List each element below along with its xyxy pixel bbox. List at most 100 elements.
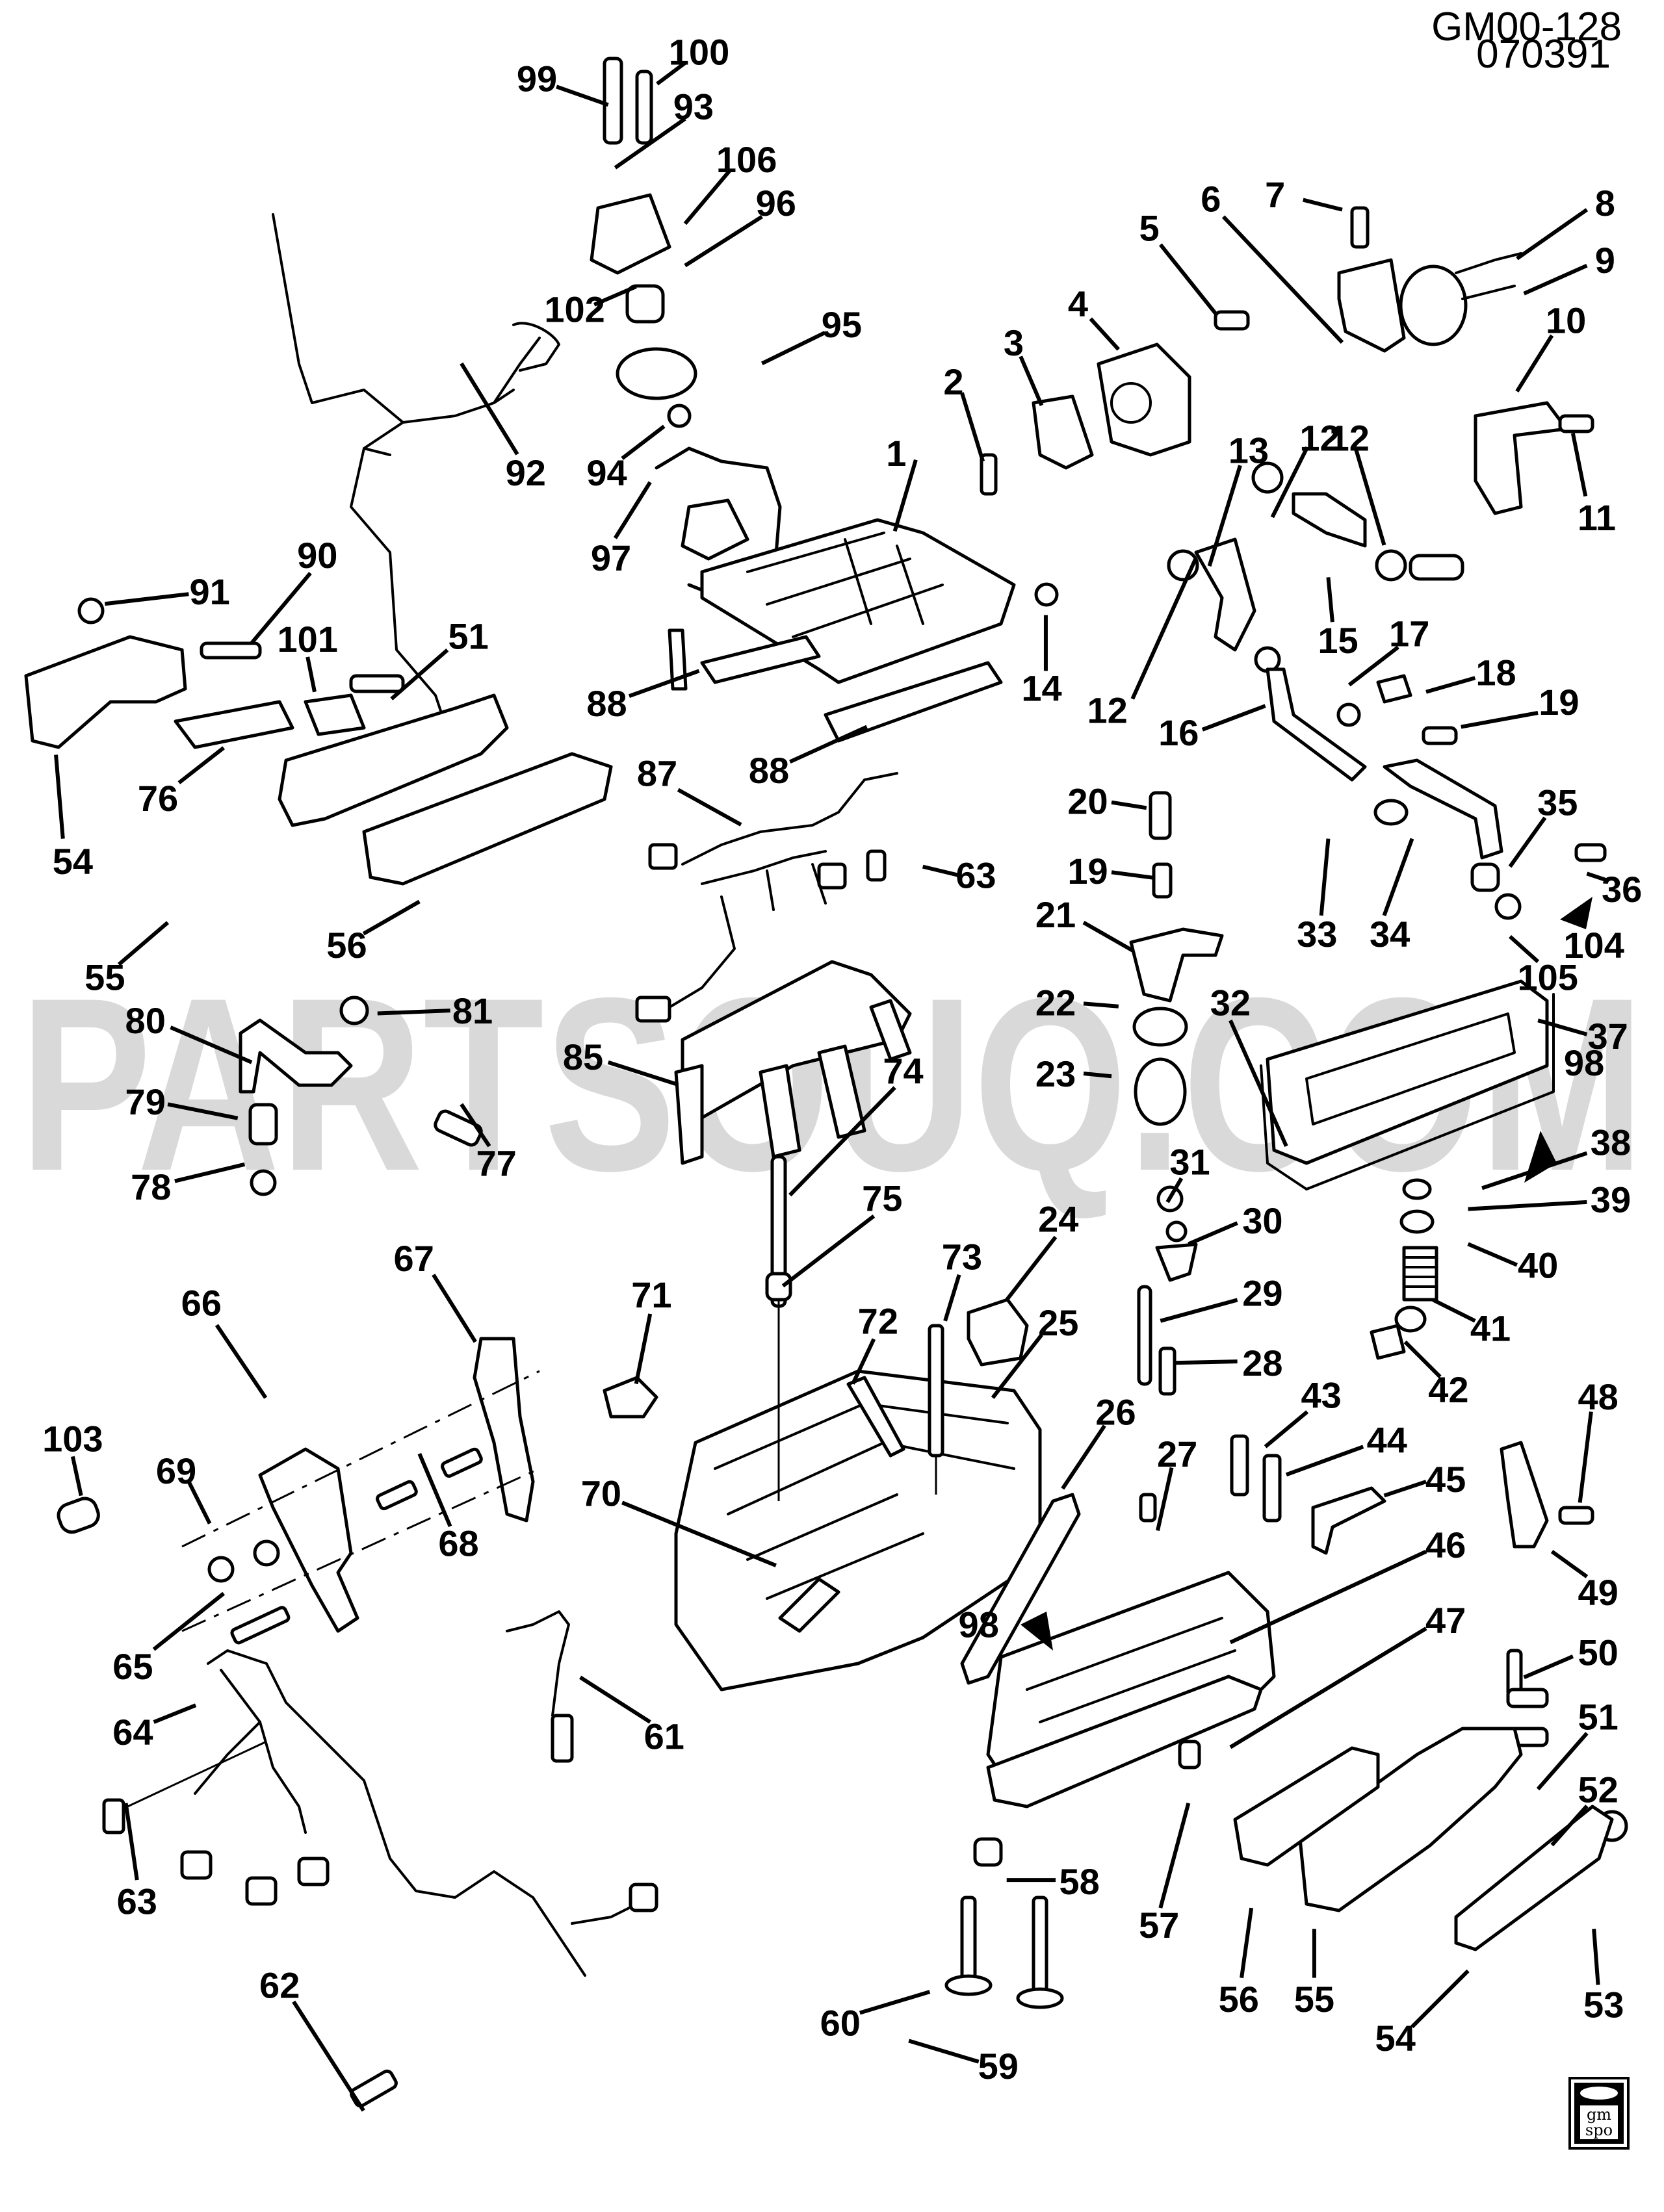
callout-label-60[interactable]: 60 [820,2002,861,2043]
callout-label-42[interactable]: 42 [1428,1369,1468,1410]
callout-label-3[interactable]: 3 [1004,322,1024,363]
callout-label-27[interactable]: 27 [1157,1434,1197,1474]
callout-label-76[interactable]: 76 [138,778,178,819]
callout-label-75[interactable]: 75 [862,1177,902,1218]
callout-label-77[interactable]: 77 [476,1143,516,1184]
callout-label-66[interactable]: 66 [181,1283,222,1324]
callout-label-81[interactable]: 81 [452,990,493,1031]
callout-label-57[interactable]: 57 [1139,1905,1179,1946]
callout-label-40[interactable]: 40 [1518,1245,1558,1286]
callout-label-97[interactable]: 97 [591,537,631,578]
callout-label-31[interactable]: 31 [1169,1141,1210,1182]
callout-label-22[interactable]: 22 [1035,982,1076,1023]
callout-label-45[interactable]: 45 [1425,1459,1466,1500]
callout-label-79[interactable]: 79 [125,1081,166,1122]
callout-label-73[interactable]: 73 [942,1237,982,1278]
callout-label-63[interactable]: 63 [956,855,996,896]
callout-label-37[interactable]: 37 [1588,1016,1628,1057]
callout-label-78[interactable]: 78 [131,1166,171,1207]
callout-label-85[interactable]: 85 [563,1036,603,1077]
callout-label-80[interactable]: 80 [125,1000,166,1041]
callout-label-59[interactable]: 59 [978,2046,1019,2087]
callout-label-12[interactable]: 12 [1329,417,1370,458]
callout-label-12[interactable]: 12 [1087,690,1127,731]
callout-label-55[interactable]: 55 [84,957,125,998]
callout-label-13[interactable]: 13 [1228,430,1269,471]
callout-label-5[interactable]: 5 [1139,208,1160,249]
callout-label-10[interactable]: 10 [1546,300,1586,341]
callout-label-26[interactable]: 26 [1095,1392,1136,1433]
callout-label-18[interactable]: 18 [1476,652,1516,693]
callout-label-88[interactable]: 88 [586,683,627,724]
callout-label-20[interactable]: 20 [1067,781,1108,822]
callout-label-56[interactable]: 56 [326,925,367,966]
callout-label-11[interactable]: 11 [1578,497,1616,538]
callout-label-70[interactable]: 70 [581,1473,621,1513]
callout-label-51[interactable]: 51 [448,616,488,657]
callout-label-41[interactable]: 41 [1470,1307,1511,1348]
callout-label-17[interactable]: 17 [1389,613,1429,654]
callout-label-95[interactable]: 95 [822,304,862,345]
callout-label-91[interactable]: 91 [190,571,230,612]
callout-label-87[interactable]: 87 [637,753,677,794]
callout-label-38[interactable]: 38 [1591,1122,1631,1163]
callout-label-21[interactable]: 21 [1035,894,1076,935]
callout-label-96[interactable]: 96 [756,183,796,224]
callout-label-15[interactable]: 15 [1318,620,1358,661]
callout-label-61[interactable]: 61 [644,1716,684,1757]
callout-label-88[interactable]: 88 [749,750,789,791]
callout-label-102[interactable]: 102 [544,289,604,329]
callout-label-64[interactable]: 64 [112,1712,153,1753]
callout-label-90[interactable]: 90 [297,535,337,576]
callout-label-29[interactable]: 29 [1242,1273,1282,1314]
callout-label-101[interactable]: 101 [278,619,338,660]
callout-label-34[interactable]: 34 [1370,914,1410,955]
callout-label-47[interactable]: 47 [1425,1600,1466,1641]
callout-label-99[interactable]: 99 [517,58,557,99]
callout-label-63[interactable]: 63 [117,1881,157,1922]
callout-label-9[interactable]: 9 [1595,240,1615,281]
callout-label-51[interactable]: 51 [1578,1696,1618,1737]
callout-label-100[interactable]: 100 [669,32,729,73]
callout-label-106[interactable]: 106 [716,139,777,180]
callout-label-23[interactable]: 23 [1035,1053,1076,1094]
callout-label-71[interactable]: 71 [631,1274,671,1315]
callout-label-14[interactable]: 14 [1021,667,1061,708]
callout-label-50[interactable]: 50 [1578,1632,1618,1673]
callout-label-2[interactable]: 2 [943,361,963,402]
callout-label-4[interactable]: 4 [1068,283,1088,324]
callout-label-44[interactable]: 44 [1367,1420,1407,1461]
callout-label-49[interactable]: 49 [1578,1572,1618,1613]
callout-label-74[interactable]: 74 [883,1051,923,1092]
callout-label-24[interactable]: 24 [1038,1199,1078,1240]
callout-label-30[interactable]: 30 [1242,1200,1282,1241]
callout-label-28[interactable]: 28 [1242,1343,1282,1383]
callout-label-48[interactable]: 48 [1578,1376,1618,1417]
callout-label-46[interactable]: 46 [1425,1524,1466,1565]
callout-label-69[interactable]: 69 [156,1450,196,1491]
callout-label-92[interactable]: 92 [506,452,546,493]
callout-label-56[interactable]: 56 [1219,1979,1259,2020]
callout-label-54[interactable]: 54 [53,841,93,882]
callout-label-94[interactable]: 94 [586,452,627,493]
callout-label-72[interactable]: 72 [858,1301,898,1342]
callout-label-7[interactable]: 7 [1265,174,1285,215]
callout-label-16[interactable]: 16 [1158,712,1199,753]
callout-label-25[interactable]: 25 [1038,1302,1078,1343]
callout-label-6[interactable]: 6 [1201,178,1221,219]
callout-label-98[interactable]: 98 [959,1604,999,1645]
callout-label-68[interactable]: 68 [438,1523,478,1564]
callout-label-8[interactable]: 8 [1595,183,1615,224]
callout-label-1[interactable]: 1 [886,433,906,474]
callout-label-104[interactable]: 104 [1563,925,1624,966]
callout-label-103[interactable]: 103 [42,1418,103,1459]
callout-label-55[interactable]: 55 [1294,1979,1334,2020]
callout-label-32[interactable]: 32 [1210,982,1251,1023]
callout-label-19[interactable]: 19 [1539,682,1579,723]
callout-label-58[interactable]: 58 [1059,1861,1099,1902]
callout-label-35[interactable]: 35 [1537,782,1578,823]
callout-label-54[interactable]: 54 [1375,2018,1416,2059]
callout-label-98[interactable]: 98 [1564,1042,1604,1083]
callout-label-39[interactable]: 39 [1591,1179,1631,1220]
callout-label-65[interactable]: 65 [112,1646,153,1687]
